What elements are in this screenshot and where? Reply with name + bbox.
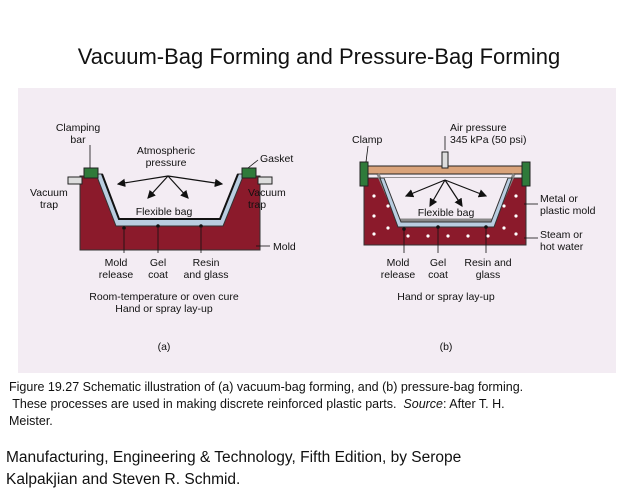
label-steam-2: hot water — [540, 241, 584, 253]
label-vacuum-trap-left-1: Vacuum — [30, 187, 68, 199]
clamp-left — [359, 161, 369, 187]
label-clamping-bar-1: Clamping — [56, 122, 101, 134]
caption-line-2b: : After T. H. — [443, 397, 505, 411]
caption-line-1: Figure 19.27 Schematic illustration of (… — [9, 380, 524, 394]
label-resin-b-2: glass — [476, 269, 501, 281]
label-clamping-bar-2: bar — [70, 134, 86, 146]
label-mold: Mold — [273, 241, 296, 253]
label-vacuum-trap-right-1: Vacuum — [248, 187, 286, 199]
label-cure-2: Hand or spray lay-up — [115, 303, 213, 315]
vacuum-trap-right — [257, 176, 273, 185]
label-gel-coat-a-1: Gel — [150, 257, 166, 269]
label-gel-coat-b-1: Gel — [430, 257, 446, 269]
label-air-pressure-2: 345 kPa (50 psi) — [450, 134, 526, 146]
label-atmospheric-2: pressure — [146, 157, 187, 169]
caption-line-2a: These processes are used in making discr… — [9, 397, 404, 411]
label-gel-coat-b-2: coat — [428, 269, 448, 281]
label-metal-mold-1: Metal or — [540, 193, 578, 205]
clamping-bar-left — [83, 167, 99, 179]
figure-caption: Figure 19.27 Schematic illustration of (… — [9, 379, 629, 430]
label-mold-release-a-1: Mold — [105, 257, 128, 269]
figure-b: Clamp Air pressure 345 kPa (50 psi) Flex… — [352, 122, 596, 353]
figure-panel: Clamping bar Atmospheric pressure Gasket… — [18, 88, 616, 373]
clamp-right — [521, 161, 531, 187]
book-credit-line-2: Kalpakjian and Steven R. Schmid. — [6, 471, 241, 488]
caption-line-3: Meister. — [9, 414, 53, 428]
label-vacuum-trap-right-2: trap — [248, 199, 266, 211]
label-flexible-bag-b: Flexible bag — [418, 207, 475, 219]
vacuum-trap-left — [67, 176, 83, 185]
figure-a: Clamping bar Atmospheric pressure Gasket… — [30, 122, 296, 353]
label-gasket: Gasket — [260, 153, 293, 165]
label-resin-a-2: and glass — [184, 269, 229, 281]
label-atmospheric-1: Atmospheric — [137, 145, 195, 157]
label-mold-release-b-1: Mold — [387, 257, 410, 269]
label-layup-b: Hand or spray lay-up — [397, 291, 495, 303]
label-metal-mold-2: plastic mold — [540, 205, 596, 217]
label-mold-release-b-2: release — [381, 269, 416, 281]
label-steam-1: Steam or — [540, 229, 583, 241]
caption-line-2: These processes are used in making discr… — [9, 396, 629, 413]
figure-diagram: Clamping bar Atmospheric pressure Gasket… — [30, 122, 596, 353]
label-gel-coat-a-2: coat — [148, 269, 168, 281]
label-vacuum-trap-left-2: trap — [40, 199, 58, 211]
book-credit: Manufacturing, Engineering & Technology,… — [6, 447, 606, 491]
flexible-bag-b — [379, 177, 513, 228]
label-cure-1: Room-temperature or oven cure — [89, 291, 239, 303]
label-mold-release-a-2: release — [99, 269, 134, 281]
caption-source: Source — [403, 397, 444, 411]
slide-title: Vacuum-Bag Forming and Pressure-Bag Form… — [77, 44, 561, 69]
clamping-bar-right — [241, 167, 257, 179]
label-figure-a: (a) — [158, 341, 171, 353]
label-clamp: Clamp — [352, 134, 383, 146]
label-resin-a-1: Resin — [193, 257, 220, 269]
label-resin-b-1: Resin and — [464, 257, 511, 269]
label-figure-b: (b) — [440, 341, 453, 353]
label-air-pressure-1: Air pressure — [450, 122, 507, 134]
label-flexible-bag-a: Flexible bag — [136, 206, 193, 218]
book-credit-line-1: Manufacturing, Engineering & Technology,… — [6, 449, 462, 466]
